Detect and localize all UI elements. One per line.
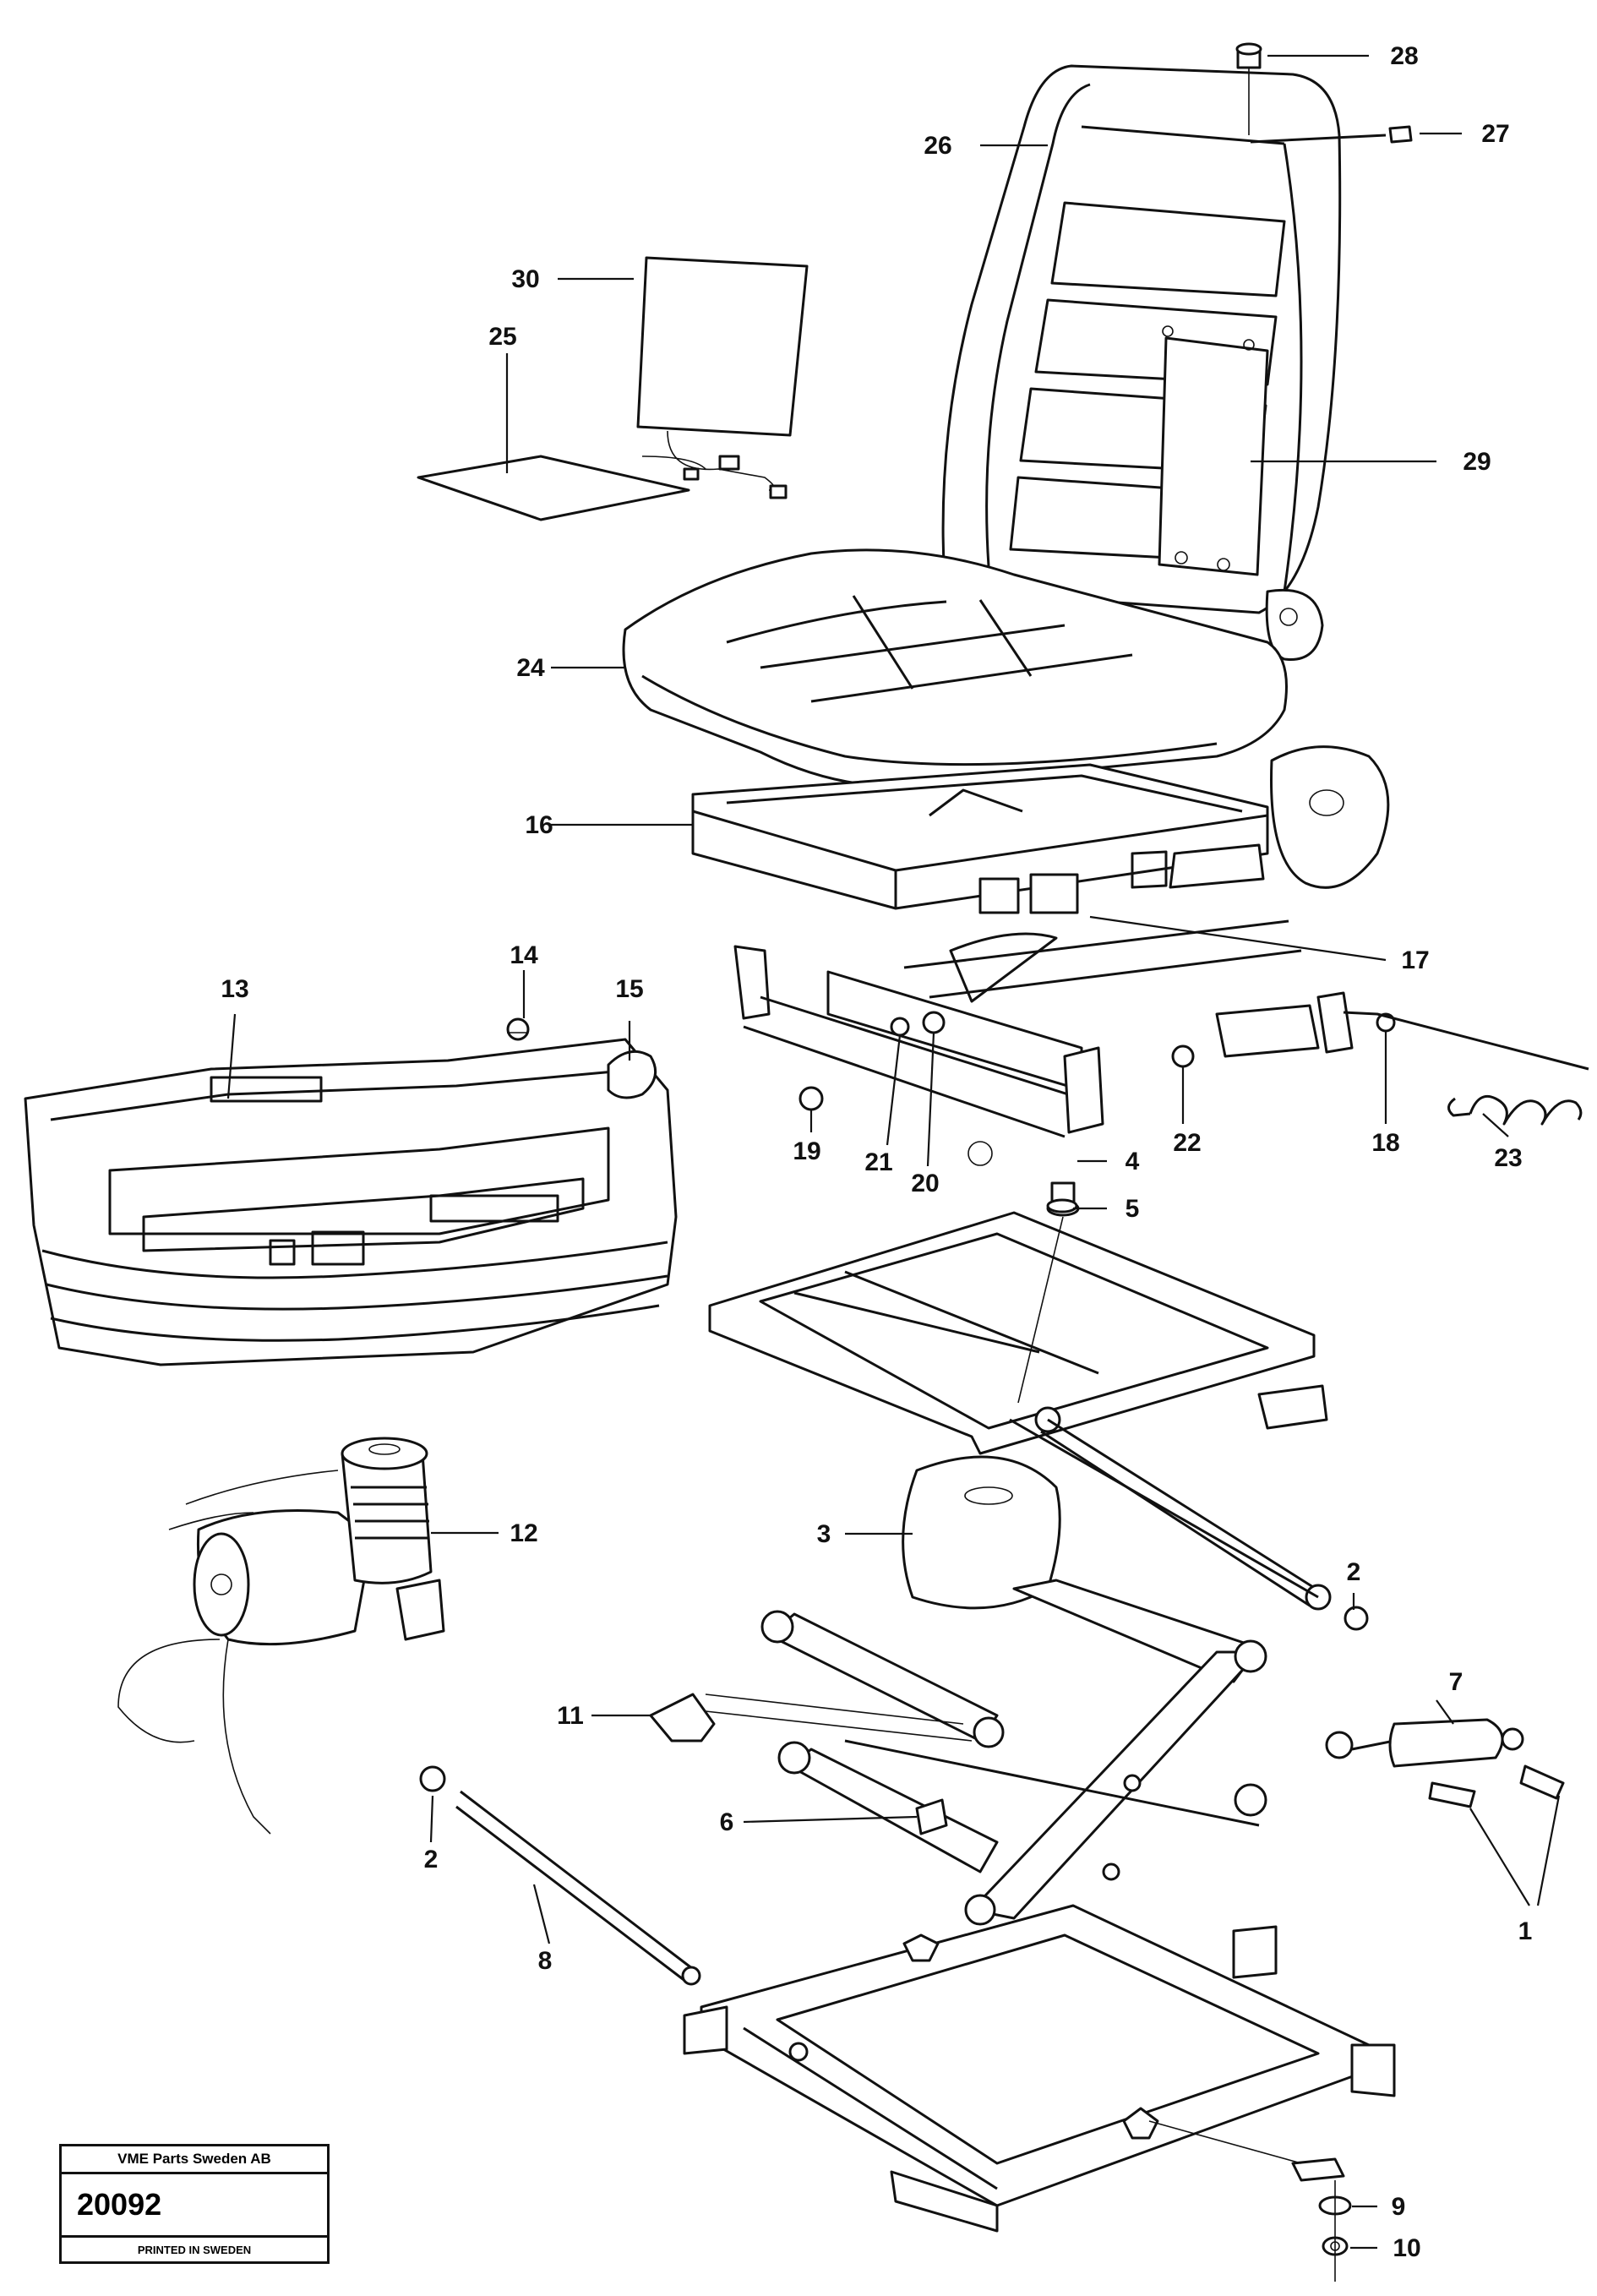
callout-26: 26 <box>924 132 951 160</box>
callout-29: 29 <box>1463 448 1491 476</box>
callout-23: 23 <box>1494 1144 1522 1172</box>
callout-6: 6 <box>720 1808 734 1836</box>
callout-13: 13 <box>221 975 248 1003</box>
callout-16: 16 <box>525 811 553 839</box>
stamp-number: 20092 <box>62 2174 327 2238</box>
spring <box>1447 1094 1583 1126</box>
callout-24: 24 <box>516 654 545 682</box>
callout-18: 18 <box>1371 1129 1399 1157</box>
callout-15: 15 <box>615 975 643 1003</box>
small-hardware <box>1017 42 1413 1404</box>
callout-17: 17 <box>1401 946 1429 974</box>
scissor-mechanism <box>649 1579 1267 1926</box>
screw <box>506 1017 530 1041</box>
backrest <box>941 64 1342 661</box>
callout-3: 3 <box>817 1520 831 1548</box>
callout-9: 9 <box>1392 2193 1406 2221</box>
callout-labels: 1 2 2 3 4 5 6 7 8 9 10 11 12 13 14 15 16… <box>221 42 1532 2262</box>
callout-7: 7 <box>1449 1668 1463 1696</box>
callout-19: 19 <box>793 1137 820 1165</box>
compressor <box>117 1437 445 1835</box>
callout-14: 14 <box>510 941 538 969</box>
callout-30: 30 <box>511 265 539 293</box>
callout-25: 25 <box>488 323 516 351</box>
callout-2-upper: 2 <box>1347 1558 1361 1586</box>
stamp-company: VME Parts Sweden AB <box>62 2146 327 2174</box>
rods <box>419 1418 1369 1986</box>
callout-8: 8 <box>538 1947 553 1975</box>
callout-22: 22 <box>1173 1129 1201 1157</box>
callout-4: 4 <box>1126 1148 1140 1175</box>
stamp-printed: PRINTED IN SWEDEN <box>137 2244 252 2256</box>
upper-frame <box>708 1211 1332 1611</box>
callout-28: 28 <box>1390 42 1418 70</box>
callout-21: 21 <box>864 1148 892 1176</box>
callout-12: 12 <box>510 1519 537 1547</box>
callout-11: 11 <box>557 1702 584 1730</box>
base-frame <box>683 1904 1396 2233</box>
seat-cushion <box>622 548 1288 788</box>
washers <box>1318 2180 1352 2282</box>
callout-10: 10 <box>1393 2234 1420 2262</box>
callout-5: 5 <box>1126 1195 1140 1223</box>
slide-rails <box>733 919 1589 1166</box>
heater-pads <box>417 256 809 521</box>
leader-lines <box>226 54 1561 2250</box>
seat-frame <box>691 745 1390 914</box>
callout-1: 1 <box>1518 1917 1533 1945</box>
callout-2-lower: 2 <box>424 1846 439 1873</box>
catalog-stamp: VME Parts Sweden AB 20092 PRINTED IN SWE… <box>59 2144 330 2264</box>
callout-27: 27 <box>1481 120 1509 148</box>
bellows-cover <box>24 1038 678 1366</box>
callout-20: 20 <box>911 1170 939 1197</box>
shock-absorber <box>1325 1718 1565 1808</box>
